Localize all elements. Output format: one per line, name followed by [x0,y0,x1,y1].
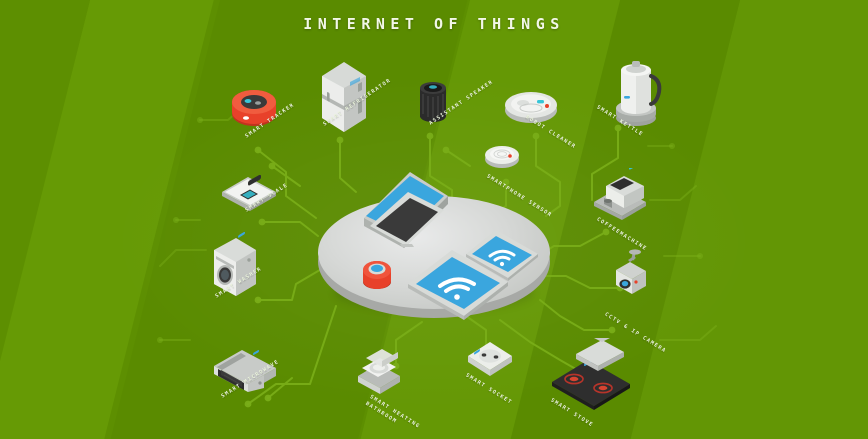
coffee-machine-icon [594,168,646,220]
tablet [408,250,508,320]
power-socket-icon [468,342,512,376]
speaker-icon [420,82,446,122]
smart-toilet-icon [358,349,400,394]
refrigerator-icon [322,62,366,132]
induction-stove-icon [552,338,630,410]
security-camera-icon [616,249,646,294]
page-title: INTERNET OF THINGS [303,15,565,33]
smoke-sensor-icon [485,146,519,168]
kettle-icon [616,61,662,126]
bathroom-scale-icon [222,174,276,211]
microwave-icon [214,350,276,392]
smartwatch [363,261,391,289]
robot-vacuum-icon [505,92,557,123]
laptop [364,172,448,248]
smartphone [466,230,538,281]
washing-machine-icon [214,231,256,296]
fitness-tracker-icon [232,90,276,126]
